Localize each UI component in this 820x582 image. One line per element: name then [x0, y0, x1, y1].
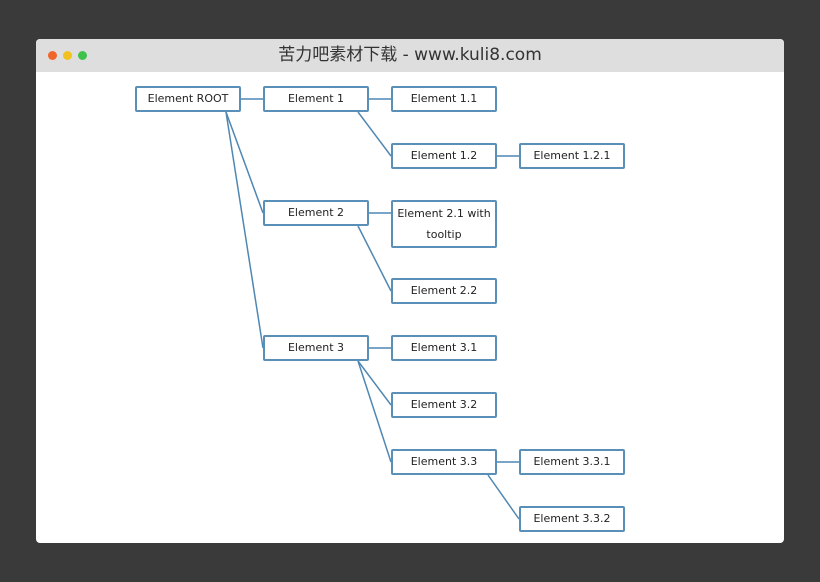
link-3-3-to-3-3-2 [487, 474, 520, 520]
node-element-root[interactable]: Element ROOT [135, 86, 241, 112]
node-element-1[interactable]: Element 1 [263, 86, 369, 112]
window-titlebar: 苦力吧素材下载 - www.kuli8.com [36, 39, 784, 72]
node-element-2[interactable]: Element 2 [263, 200, 369, 226]
link-root-to-3 [225, 111, 264, 349]
node-element-3[interactable]: Element 3 [263, 335, 369, 361]
node-element-2-1-with-tooltip[interactable]: Element 2.1 with tooltip [391, 200, 497, 248]
close-window-icon[interactable] [48, 51, 57, 60]
maximize-window-icon[interactable] [78, 51, 87, 60]
link-3-to-3-3 [357, 360, 392, 463]
link-3-to-3-2 [357, 360, 392, 406]
link-1-to-1-2 [357, 111, 392, 157]
node-element-2-2[interactable]: Element 2.2 [391, 278, 497, 304]
window-title: 苦力吧素材下载 - www.kuli8.com [278, 45, 542, 65]
tree-diagram: Element ROOT Element 1 Element 1.1 Eleme… [36, 72, 784, 543]
minimize-window-icon[interactable] [63, 51, 72, 60]
tree-links [225, 98, 520, 520]
node-element-3-1[interactable]: Element 3.1 [391, 335, 497, 361]
node-element-1-1[interactable]: Element 1.1 [391, 86, 497, 112]
node-element-3-2[interactable]: Element 3.2 [391, 392, 497, 418]
node-element-3-3-2[interactable]: Element 3.3.2 [519, 506, 625, 532]
link-root-to-2 [225, 111, 264, 214]
link-2-to-2-2 [357, 225, 392, 292]
browser-window: 苦力吧素材下载 - www.kuli8.com Element ROOT Ele… [36, 39, 784, 543]
node-element-3-3[interactable]: Element 3.3 [391, 449, 497, 475]
node-element-3-3-1[interactable]: Element 3.3.1 [519, 449, 625, 475]
node-element-1-2-1[interactable]: Element 1.2.1 [519, 143, 625, 169]
node-element-1-2[interactable]: Element 1.2 [391, 143, 497, 169]
